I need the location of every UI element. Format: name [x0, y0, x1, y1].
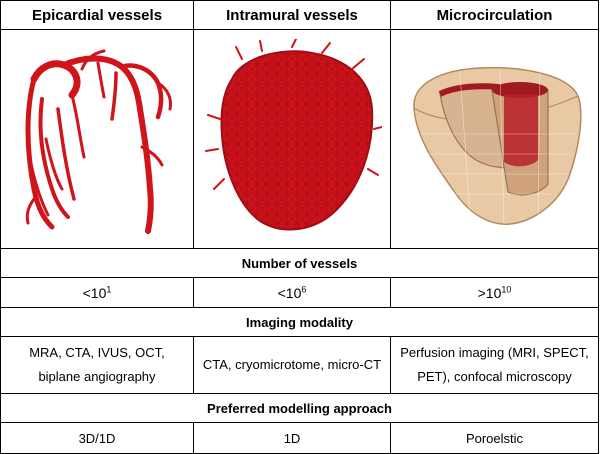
intramural-vessels-illustration: [205, 39, 382, 231]
modelling-microcirculation: Poroelstic: [390, 422, 599, 454]
imaging-microcirculation: Perfusion imaging (MRI, SPECT,PET), conf…: [390, 336, 599, 394]
section-number-of-vessels: Number of vessels: [0, 248, 599, 278]
section-modelling-approach: Preferred modelling approach: [0, 393, 599, 423]
vessel-count-intramural: <106: [193, 277, 391, 308]
column-header-intramural: Intramural vessels: [193, 0, 391, 30]
intramural-image-cell: [193, 29, 391, 249]
section-imaging-modality: Imaging modality: [0, 307, 599, 337]
modelling-epicardial: 3D/1D: [0, 422, 194, 454]
vessel-count-epicardial: <101: [0, 277, 194, 308]
epicardial-image-cell: [0, 29, 194, 249]
imaging-epicardial: MRA, CTA, IVUS, OCT,biplane angiography: [0, 336, 194, 394]
column-header-epicardial: Epicardial vessels: [0, 0, 194, 30]
modelling-intramural: 1D: [193, 422, 391, 454]
microcirculation-heart-illustration: [412, 66, 582, 225]
epicardial-vessels-illustration: [25, 49, 172, 234]
imaging-intramural: CTA, cryomicrotome, micro-CT: [193, 336, 391, 394]
vessel-count-microcirculation: >1010: [390, 277, 599, 308]
column-header-microcirculation: Microcirculation: [390, 0, 599, 30]
microcirculation-image-cell: [390, 29, 599, 249]
